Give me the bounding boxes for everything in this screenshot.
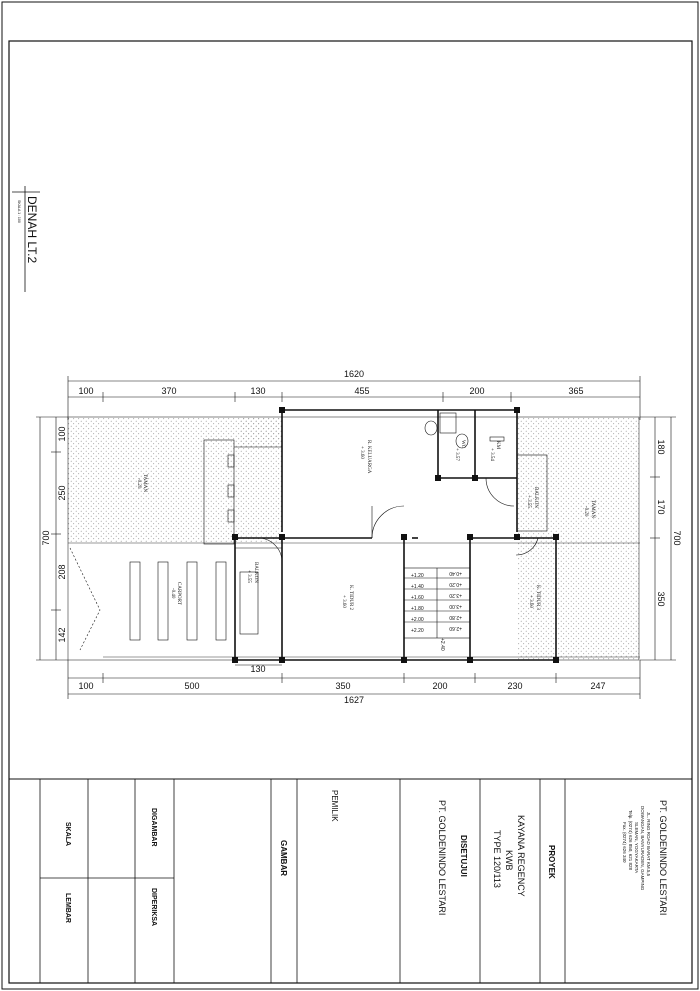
- dim-top-total: 1620: [344, 369, 364, 379]
- room-taman-right: TAMAN: [590, 500, 595, 518]
- room-wc-level: + 3.57: [454, 448, 459, 461]
- stair-level-left: +1.20: [411, 573, 424, 579]
- room-taman-right-level: -0.20: [583, 506, 588, 517]
- proyek-line: KAYANA REGENCY: [516, 815, 526, 897]
- floor-plan: TAMAN -0.20 R. KELUARGA + 3.60 WC + 3.57…: [36, 369, 682, 705]
- company-name: PT. GOLDENINDO LESTARI: [658, 800, 668, 915]
- title-block-text: SKALA LEMBAR DIGAMBAR DIPERIKSA GAMBAR P…: [64, 790, 668, 926]
- proyek-line: KWB: [504, 850, 514, 871]
- drawing-title: DENAH LT.2: [25, 196, 39, 263]
- disetujui-value: PT. GOLDENINDO LESTARI: [437, 800, 447, 915]
- room-labels: TAMAN -0.20 R. KELUARGA + 3.60 WC + 3.57…: [136, 440, 595, 611]
- stair-level-right: +2.80: [449, 614, 462, 620]
- room-taman-left-level: -0.20: [136, 478, 141, 489]
- dim-top-segment: 200: [469, 386, 484, 396]
- stair-level-right: +0.40: [449, 570, 462, 576]
- company-address: Fax. (0274) 626 340: [622, 822, 627, 863]
- dim-right-total: 700: [672, 530, 682, 545]
- company-address: JL. RING ROAD BARAT KM.5,5: [646, 812, 651, 877]
- stair-level-left: +2.20: [411, 628, 424, 634]
- label-digambar: DIGAMBAR: [150, 808, 157, 847]
- dim-left-total: 700: [41, 530, 51, 545]
- room-keluarga-level: + 3.60: [359, 446, 364, 459]
- dim-left-segment: 208: [57, 564, 67, 579]
- label-proyek: PROYEK: [547, 845, 556, 879]
- dimension-labels: 1620 100 370 130 455 200 365 130 100 500…: [41, 369, 682, 705]
- dim-top-segment: 455: [354, 386, 369, 396]
- stair-level-left: +1.60: [411, 595, 424, 601]
- stair-levels: +1.20 +1.40 +1.60 +1.80 +2.00 +2.20 +0.4…: [411, 570, 462, 651]
- stair-level-right: +3.20: [449, 592, 462, 598]
- room-balkon-left: BALKON: [253, 562, 258, 583]
- dim-bottom-segment: 500: [184, 681, 199, 691]
- stair-level-right: +2.60: [449, 625, 462, 631]
- room-tidur2-level: + 3.60: [341, 595, 346, 608]
- garden-strip-hatch: [240, 417, 282, 447]
- label-pemilik: PEMILIK: [330, 790, 339, 822]
- company-address: DOWANGAN, BANYURADEN, GAMPING: [640, 806, 645, 891]
- dim-bottom-segment: 350: [335, 681, 350, 691]
- label-disetujui: DISETUJUI: [459, 835, 468, 877]
- room-km-level: + 3.54: [489, 448, 494, 461]
- stair-level-right: +3.00: [449, 603, 462, 609]
- room-keluarga: R. KELUARGA: [366, 440, 371, 474]
- dim-bottom-segment: 200: [432, 681, 447, 691]
- label-lembar: LEMBAR: [64, 893, 71, 923]
- room-balkon-right: BALKON: [533, 487, 538, 508]
- label-gambar: GAMBAR: [279, 840, 288, 876]
- title-block: [9, 778, 692, 983]
- dim-bottom-segment: 100: [78, 681, 93, 691]
- dim-right-segment: 180: [656, 439, 666, 454]
- dim-left-segment: 142: [57, 627, 67, 642]
- room-carport-level: -0.40: [170, 588, 175, 599]
- stair-level-left: +1.80: [411, 606, 424, 612]
- room-taman-left: TAMAN: [142, 474, 147, 492]
- dim-top-segment: 130: [250, 386, 265, 396]
- label-diperiksa: DIPERIKSA: [150, 888, 157, 926]
- sheet-border-inner: [8, 40, 693, 984]
- room-balkon-right-level: + 3.55: [526, 495, 531, 508]
- company-address: SLEMAN, YOGYAKARTA: [634, 822, 639, 873]
- dim-left-segment: 100: [57, 426, 67, 441]
- stair-landing-level: +2.40: [439, 638, 445, 651]
- stair-level-left: +1.40: [411, 584, 424, 590]
- dim-right-segment: 170: [656, 499, 666, 514]
- room-tidur3-level: + 3.60: [528, 595, 533, 608]
- room-wc: WC: [460, 440, 465, 449]
- room-balkon-left-level: + 3.55: [246, 570, 251, 583]
- dim-top-segment: 100: [78, 386, 93, 396]
- dim-bottom-inner: 130: [250, 664, 265, 674]
- stair-level-left: +2.00: [411, 617, 424, 623]
- dim-bottom-total: 1627: [344, 695, 364, 705]
- room-carport: CARPORT: [176, 582, 181, 605]
- dim-bottom-segment: 247: [590, 681, 605, 691]
- company-address: Telp. (0274) 626 850, 621 828: [628, 810, 633, 871]
- dim-bottom-segment: 230: [507, 681, 522, 691]
- dim-top-segment: 365: [568, 386, 583, 396]
- dim-top-segment: 370: [161, 386, 176, 396]
- proyek-line: TYPE 120/113: [492, 830, 502, 888]
- drawing-scale: SKALA 1 : 100: [17, 200, 21, 223]
- label-skala: SKALA: [64, 822, 71, 846]
- room-tidur2: K. TIDUR 2: [348, 585, 353, 611]
- drawing-title-group: DENAH LT.2 SKALA 1 : 100: [12, 186, 40, 292]
- dim-left-segment: 250: [57, 485, 67, 500]
- room-km: KM: [495, 441, 500, 450]
- room-tidur3: K. TIDUR 3: [535, 585, 540, 611]
- stair-level-right: +0.20: [449, 581, 462, 587]
- dim-right-segment: 350: [656, 591, 666, 606]
